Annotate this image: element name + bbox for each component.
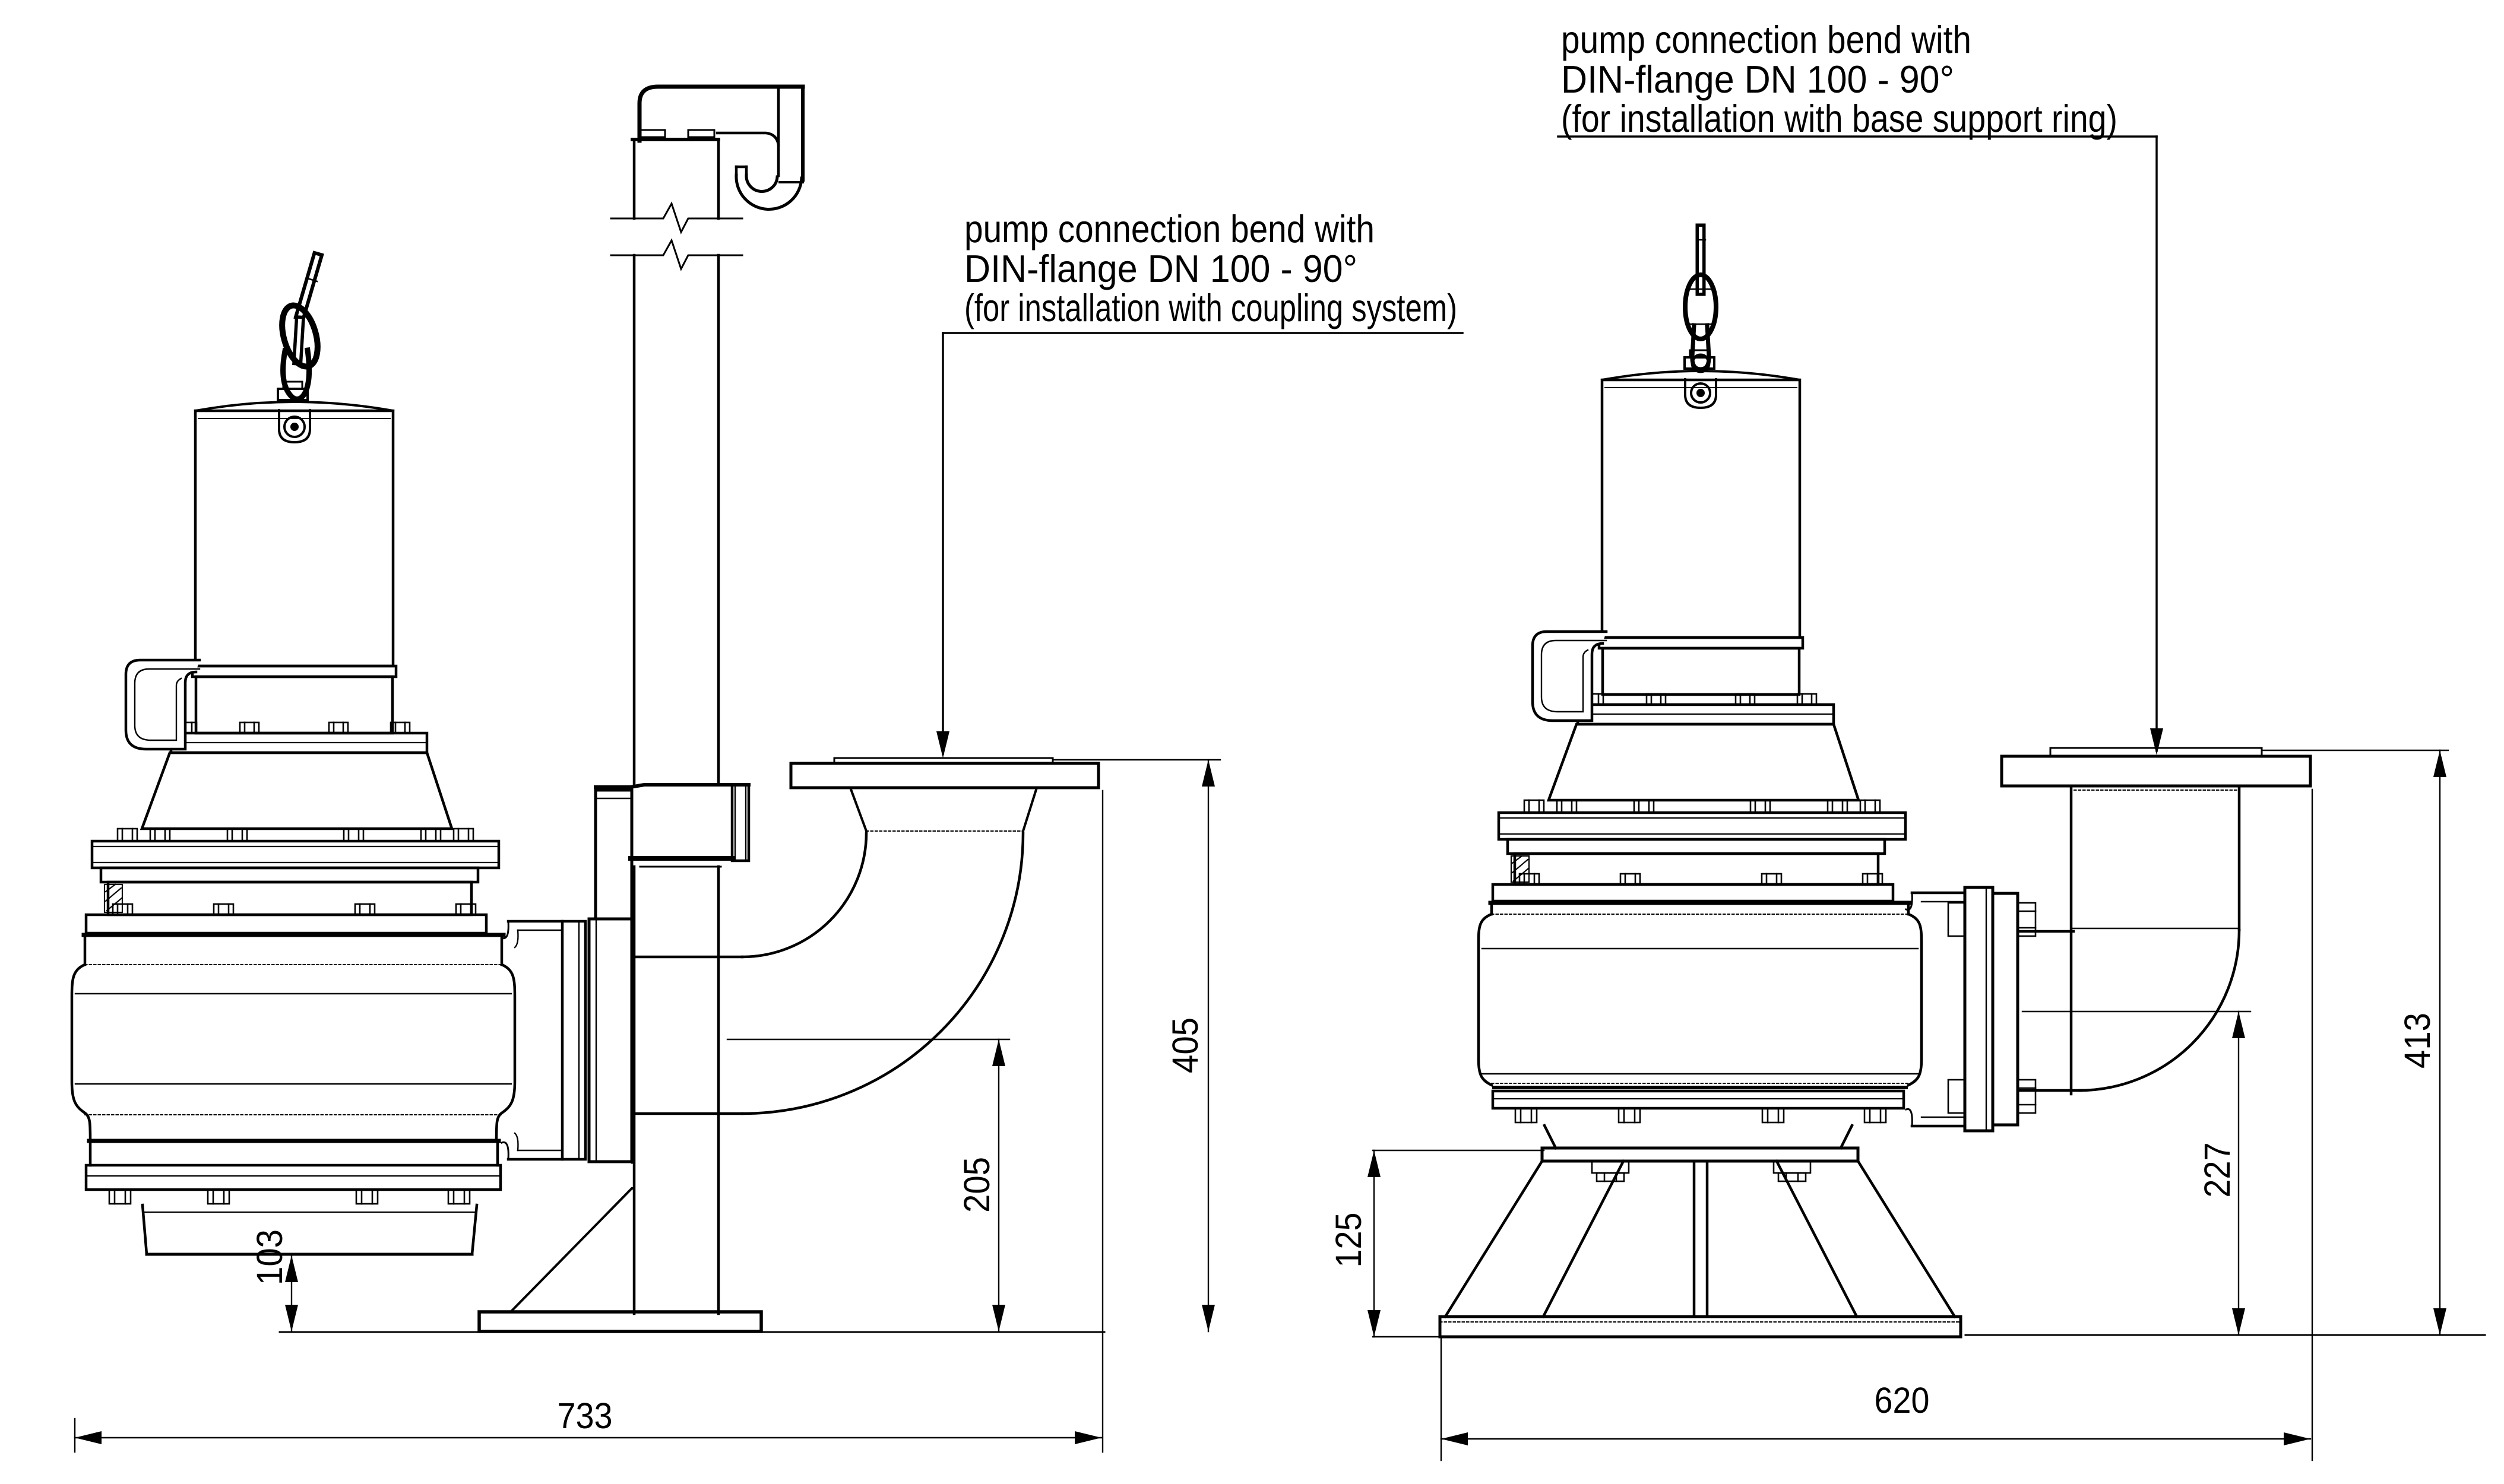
svg-text:(for installation with couplin: (for installation with coupling system): [964, 286, 1457, 329]
svg-text:413: 413: [2397, 1013, 2437, 1068]
svg-text:103: 103: [249, 1229, 290, 1285]
svg-text:pump connection bend with: pump connection bend with: [964, 207, 1375, 250]
svg-text:405: 405: [1165, 1017, 1205, 1073]
svg-text:125: 125: [1328, 1213, 1369, 1268]
svg-text:620: 620: [1875, 1380, 1930, 1420]
svg-text:205: 205: [957, 1157, 997, 1213]
svg-text:pump connection bend with: pump connection bend with: [1561, 18, 1971, 61]
svg-text:227: 227: [2197, 1143, 2237, 1198]
svg-text:DIN-flange DN 100 - 90°: DIN-flange DN 100 - 90°: [1561, 58, 1954, 101]
svg-text:DIN-flange DN 100 - 90°: DIN-flange DN 100 - 90°: [964, 247, 1357, 290]
svg-text:(for installation with base su: (for installation with base support ring…: [1561, 97, 2117, 140]
svg-text:733: 733: [558, 1396, 613, 1436]
